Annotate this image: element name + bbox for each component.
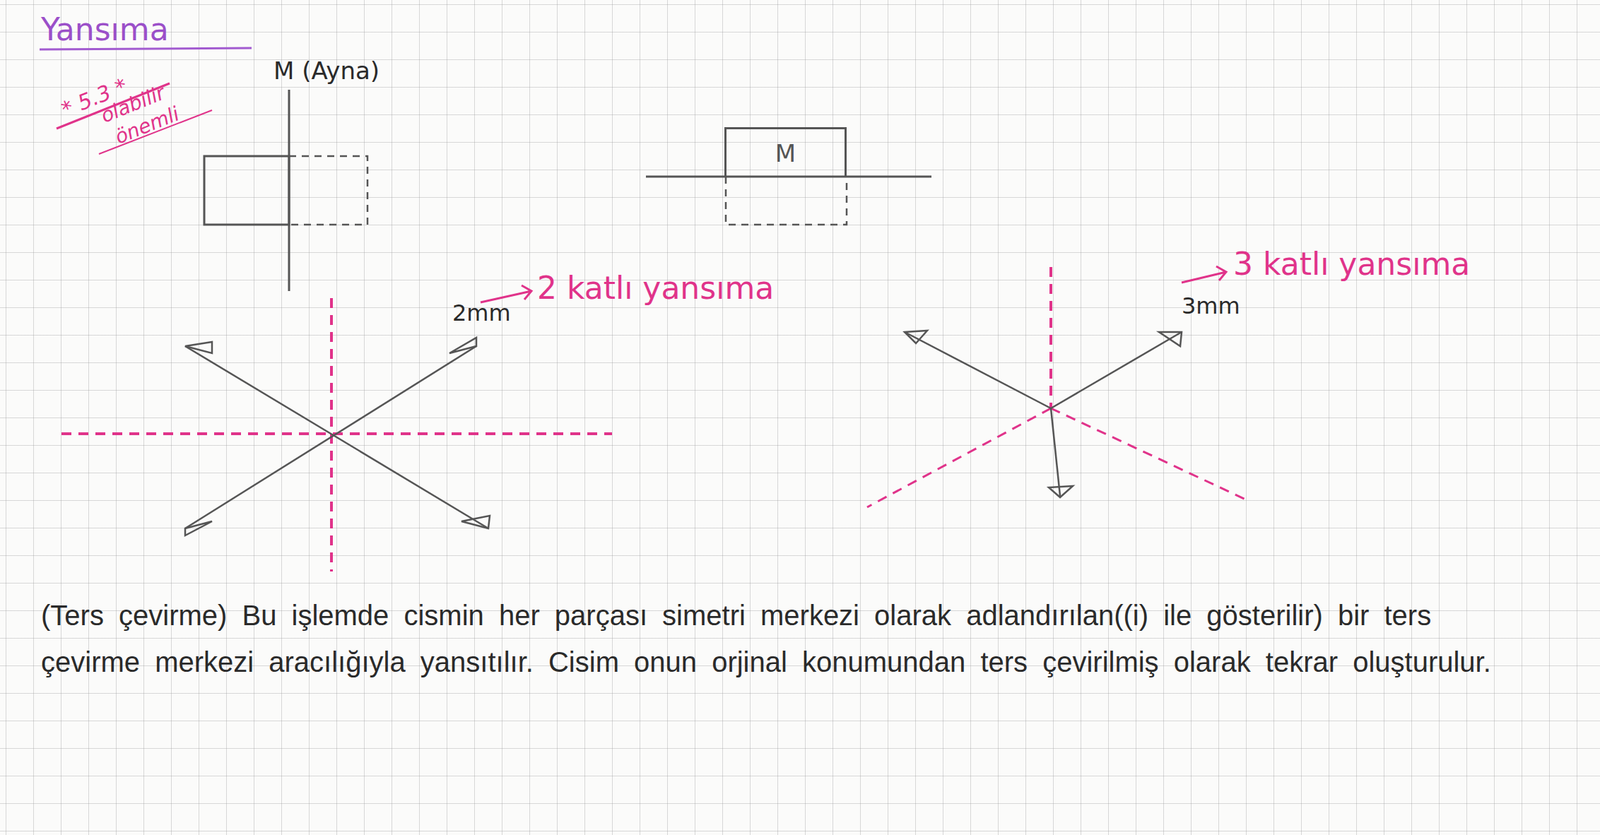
fold-label: 2 katlı yansıma bbox=[537, 269, 774, 307]
page-title: Yansıma bbox=[40, 11, 169, 48]
object-box: M bbox=[724, 127, 847, 177]
mirror-label: M (Ayna) bbox=[273, 56, 380, 85]
box-letter: M bbox=[775, 139, 796, 168]
axis-label: 2mm bbox=[452, 299, 511, 327]
body-text: (Ters çevirme) Bu işlemde cismin her par… bbox=[40, 592, 1540, 686]
fold-label: 3 katlı yansıma bbox=[1233, 245, 1470, 282]
axis-label: 3mm bbox=[1181, 292, 1241, 320]
